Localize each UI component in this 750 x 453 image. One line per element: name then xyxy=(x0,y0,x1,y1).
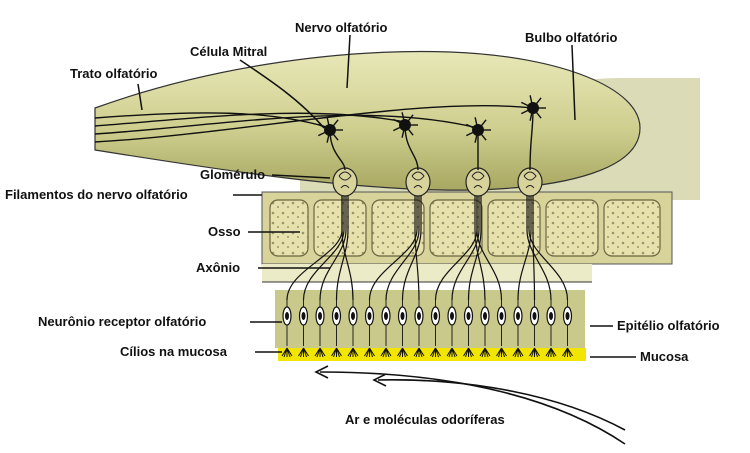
receptor-nucleus xyxy=(450,312,454,320)
receptor-nucleus xyxy=(516,312,520,320)
label-glomerulo: Glomérulo xyxy=(200,167,265,182)
receptor-nucleus xyxy=(549,312,553,320)
label-cilios: Cílios na mucosa xyxy=(120,344,228,359)
receptor-nucleus xyxy=(500,312,504,320)
mitral-cell-body xyxy=(472,124,484,136)
receptor-nucleus xyxy=(434,312,438,320)
receptor-nucleus xyxy=(302,312,306,320)
label-osso: Osso xyxy=(208,224,241,239)
label-mucosa: Mucosa xyxy=(640,349,689,364)
label-filamentos: Filamentos do nervo olfatório xyxy=(5,187,188,202)
receptor-nucleus xyxy=(467,312,471,320)
receptor-nucleus xyxy=(417,312,421,320)
receptor-nucleus xyxy=(351,312,355,320)
mitral-cell-body xyxy=(527,102,539,114)
label-epitelio: Epitélio olfatório xyxy=(617,318,720,333)
label-trato: Trato olfatório xyxy=(70,66,157,81)
mitral-cell-body xyxy=(324,124,336,136)
mitral-cell-body xyxy=(399,119,411,131)
label-bulbo: Bulbo olfatório xyxy=(525,30,617,45)
label-celula-mitral: Célula Mitral xyxy=(190,44,267,59)
lamina-layer xyxy=(262,264,592,282)
receptor-nucleus xyxy=(335,312,339,320)
label-ar: Ar e moléculas odoríferas xyxy=(345,412,505,427)
receptor-nucleus xyxy=(285,312,289,320)
receptor-nucleus xyxy=(566,312,570,320)
label-neuronio: Neurônio receptor olfatório xyxy=(38,314,206,329)
receptor-nucleus xyxy=(401,312,405,320)
air-flow-arrows xyxy=(316,366,625,444)
label-nervo: Nervo olfatório xyxy=(295,20,388,35)
receptor-nucleus xyxy=(533,312,537,320)
receptor-nucleus xyxy=(483,312,487,320)
olfactory-bulb xyxy=(95,52,640,191)
label-axonio: Axônio xyxy=(196,260,240,275)
receptor-nucleus xyxy=(318,312,322,320)
receptor-nucleus xyxy=(368,312,372,320)
receptor-nucleus xyxy=(384,312,388,320)
air-arrow-lower xyxy=(320,372,625,444)
